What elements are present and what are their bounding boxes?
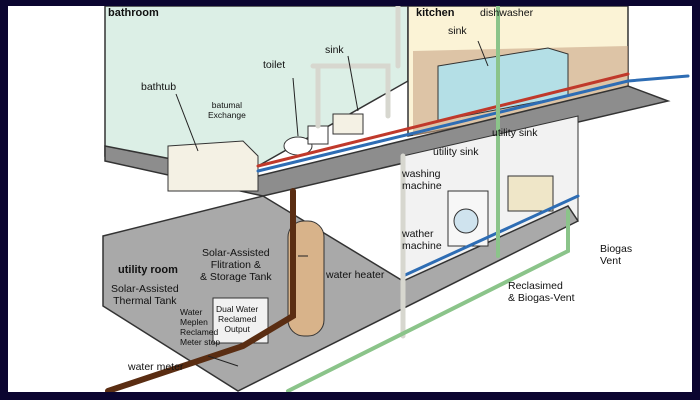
label-water-heater: water heater (326, 269, 385, 281)
label-bathtub: bathtub (141, 81, 177, 93)
bath-sink-shape (332, 113, 364, 135)
label-dishwasher: dishwasher (480, 7, 534, 19)
illustration (102, 6, 690, 392)
label-utility-sink-2: utility sink (433, 146, 479, 158)
cold-pipe (256, 74, 690, 173)
label-reclaimed-vent: Reclasimed& Biogas-Vent (508, 280, 575, 304)
cold-pipe-lower (401, 194, 580, 278)
vertical-pipe (310, 6, 406, 339)
room-label-kitchen: kitchen (416, 7, 455, 19)
hot-pipe (256, 72, 630, 168)
water-heater-shape (287, 220, 325, 337)
label-bath-sink: sink (325, 44, 344, 56)
utility-sink-shape (507, 175, 554, 212)
label-water-meter: water meter (128, 361, 184, 373)
plumbing-diagram: bathroom kitchen dishwasher sink sink to… (8, 6, 692, 392)
bathtub-shape (167, 140, 259, 192)
room-label-utility: utility room (118, 264, 178, 276)
label-utility-sink-1: utility sink (492, 127, 538, 139)
label-kitchen-sink: sink (448, 25, 467, 37)
room-label-bathroom: bathroom (108, 7, 159, 19)
kitchen-counter (437, 47, 569, 122)
green-pipe (286, 6, 570, 392)
main-supply-pipe (105, 188, 296, 392)
label-toilet: toilet (263, 59, 286, 71)
